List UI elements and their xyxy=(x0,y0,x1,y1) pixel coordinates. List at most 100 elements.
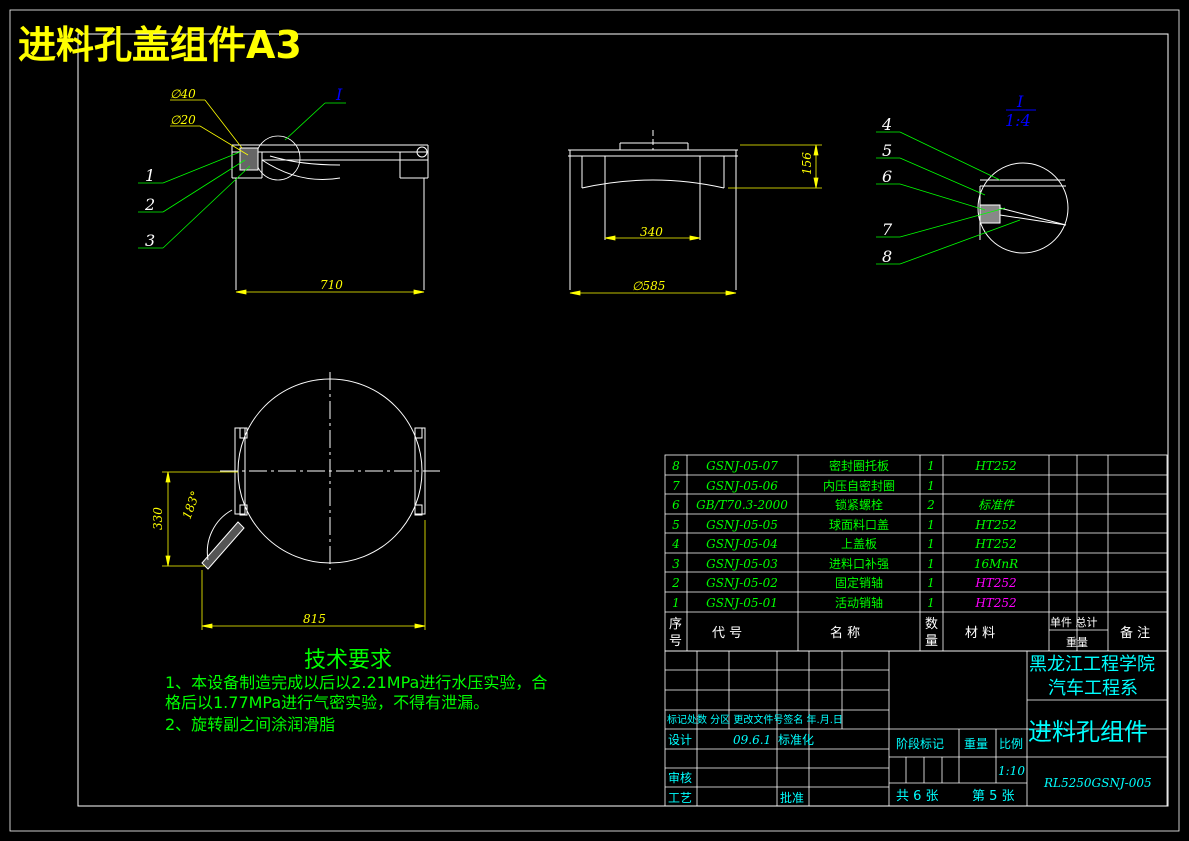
title-block-grid xyxy=(664,650,1168,807)
bom-h-material: 材 料 xyxy=(965,626,995,641)
bom-h-no-b: 号 xyxy=(669,634,682,649)
inner-frame xyxy=(77,33,1169,807)
bom-cell-material: 16MnR xyxy=(974,557,1018,571)
bom-cell-qty: 1 xyxy=(927,479,935,493)
bom-cell-name: 内压自密封圈 xyxy=(823,478,895,493)
bom-cell-code: GSNJ-05-06 xyxy=(706,479,778,493)
part-num-7: 7 xyxy=(882,220,893,239)
detail-leaders xyxy=(876,131,1021,265)
dim-d585: ∅585 xyxy=(632,279,665,293)
tech-line-3: 2、旋转副之间涂润滑脂 xyxy=(165,715,335,734)
side-view-dims xyxy=(569,144,822,296)
bom-cell-qty: 1 xyxy=(927,557,935,571)
dim-d20: ∅20 xyxy=(170,113,196,127)
bom-h-qty-b: 量 xyxy=(925,634,938,649)
side-view xyxy=(568,130,738,290)
bom-cell-material: HT252 xyxy=(974,576,1016,590)
tb-scale-label: 比例 xyxy=(999,737,1023,751)
bom-cell-qty: 1 xyxy=(927,576,935,590)
outer-frame xyxy=(9,9,1180,832)
bom-cell-no: 3 xyxy=(672,557,680,571)
bom-cell-qty: 1 xyxy=(927,537,935,551)
tb-mark-row: 标记处数 分区 更改文件号签名 年.月.日 xyxy=(667,713,843,726)
bom-cell-code: GSNJ-05-04 xyxy=(706,537,778,551)
tech-heading: 技术要求 xyxy=(304,648,392,673)
dim-340: 340 xyxy=(640,225,663,239)
bom-cell-material: HT252 xyxy=(974,596,1016,610)
part-num-2: 2 xyxy=(144,195,155,214)
tech-line-2: 格后以1.77MPa进行气密实验，不得有泄漏。 xyxy=(165,693,489,712)
detail-view xyxy=(977,162,1069,254)
bom-grid xyxy=(664,454,1168,652)
tb-sheet-no: 第 5 张 xyxy=(972,789,1015,804)
bom-cell-code: GSNJ-05-01 xyxy=(706,596,778,610)
bom-cell-name: 锁紧螺栓 xyxy=(835,497,883,512)
bom-h-code: 代 号 xyxy=(712,626,742,641)
bom-cell-material: HT252 xyxy=(974,518,1016,532)
bom-cell-no: 5 xyxy=(672,518,680,532)
bom-cell-no: 6 xyxy=(672,498,680,512)
dim-330: 330 xyxy=(151,507,165,530)
bom-cell-material: 标准件 xyxy=(978,498,1015,512)
tb-check: 审核 xyxy=(668,770,692,785)
bom-cell-name: 密封圈托板 xyxy=(829,458,889,473)
d-leaders xyxy=(170,99,249,156)
callout-I-leader xyxy=(284,102,346,141)
tb-approve: 批准 xyxy=(780,790,804,805)
detail-title: I xyxy=(1016,92,1024,111)
bom-cell-no: 8 xyxy=(672,459,680,473)
top-view xyxy=(201,372,440,570)
bom-cell-code: GSNJ-05-02 xyxy=(706,576,778,590)
tb-weight: 重量 xyxy=(964,737,988,751)
tb-sheets: 共 6 张 xyxy=(896,789,939,804)
detail-scale: 1:4 xyxy=(1005,111,1031,130)
bom-h-no-a: 序 xyxy=(669,617,682,632)
bom-cell-code: GSNJ-05-05 xyxy=(706,518,778,532)
bom-h-name: 名 称 xyxy=(830,625,860,641)
part-num-4: 4 xyxy=(881,115,892,134)
bom-cell-name: 上盖板 xyxy=(841,537,877,551)
tb-std: 标准化 xyxy=(778,733,814,747)
bom-cell-code: GSNJ-05-03 xyxy=(706,557,778,571)
bom-cell-no: 4 xyxy=(671,537,680,551)
part-num-8: 8 xyxy=(882,247,892,266)
bom-header: 序 号 代 号 名 称 数 量 材 料 单件 总计 重量 备 注 xyxy=(669,615,1150,649)
dim-d40: ∅40 xyxy=(170,87,196,101)
bom-cell-qty: 1 xyxy=(927,459,935,473)
front-view-dims xyxy=(235,289,425,295)
tb-design: 设计 xyxy=(668,733,692,747)
bom-cell-qty: 1 xyxy=(927,596,935,610)
bom-h-remark: 备 注 xyxy=(1120,625,1150,641)
dim-710: 710 xyxy=(320,278,343,292)
bom-h-weight-b: 重量 xyxy=(1066,635,1088,649)
bom-cell-no: 2 xyxy=(671,576,680,590)
bom-cell-name: 进料口补强 xyxy=(829,557,889,571)
bom-cell-name: 球面料口盖 xyxy=(829,518,889,532)
dim-815: 815 xyxy=(303,612,326,626)
part-num-3: 3 xyxy=(145,231,155,250)
top-view-dims xyxy=(162,471,426,630)
bom-cell-code: GSNJ-05-07 xyxy=(706,459,778,473)
bom-cell-no: 1 xyxy=(672,596,680,610)
front-view xyxy=(231,135,429,290)
bom-cell-qty: 1 xyxy=(927,518,935,532)
bom-h-weight-a: 单件 总计 xyxy=(1050,615,1098,629)
part-leaders-left xyxy=(138,151,251,249)
tb-school: 黑龙江工程学院 xyxy=(1029,654,1155,675)
part-num-5: 5 xyxy=(882,141,892,160)
bom-h-qty-a: 数 xyxy=(925,617,938,632)
tb-drawing-name: 进料孔组件 xyxy=(1028,718,1148,746)
callout-I: I xyxy=(335,85,343,104)
tb-stage: 阶段标记 xyxy=(896,736,944,751)
tb-process: 工艺 xyxy=(668,791,692,805)
tb-drawing-no: RL5250GSNJ-005 xyxy=(1043,776,1152,790)
part-num-6: 6 xyxy=(882,167,892,186)
part-num-1: 1 xyxy=(145,166,155,185)
bom-cell-material: HT252 xyxy=(974,459,1016,473)
bom-cell-no: 7 xyxy=(672,479,680,493)
drawing-title: 进料孔盖组件A3 xyxy=(18,23,302,67)
dim-156: 156 xyxy=(800,152,814,175)
tb-scale: 1:10 xyxy=(998,764,1025,778)
bom-cell-name: 固定销轴 xyxy=(835,575,883,590)
